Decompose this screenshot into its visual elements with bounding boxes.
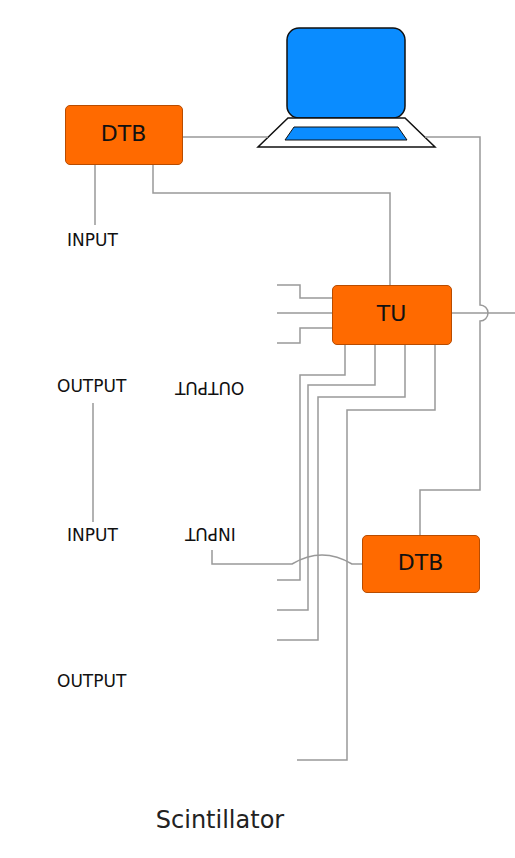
signal-cable [94,165,96,225]
chip-strip [122,312,185,315]
lemo-connector [262,634,276,646]
box-label: DTB [398,550,443,576]
lemo-connector [263,280,268,290]
scintillator: Scintillator [138,726,302,844]
signal-cable [277,345,375,610]
circuit-board: INPUT OUTPUT [35,522,272,698]
chip-strip [122,342,185,345]
box-label: DTB [101,121,146,147]
circuit-board: INPUT OUTPUT [35,225,272,403]
chip-strip [122,639,185,642]
chip-strip [122,491,185,494]
chip-strip [122,461,185,464]
lemo-connector [263,338,268,348]
signal-cable [277,312,332,314]
signal-cable [212,550,362,564]
photomultiplier [240,730,297,790]
process-box: DTB [362,535,480,593]
laptop-base [258,118,435,147]
port-label: OUTPUT [57,671,126,691]
laptop-keyboard [285,127,407,140]
scintillator-symbol [138,726,302,796]
wire [452,312,515,314]
port-label: OUTPUT [175,378,244,398]
circuit-board: OUTPUT INPUT [35,373,272,550]
process-box: TU [332,285,452,345]
chip-strip [122,431,185,434]
port-label: OUTPUT [57,376,126,396]
lemo-connector [262,337,276,349]
device-label: Scintillator [156,806,284,835]
port-label: INPUT [185,524,236,544]
chip-strip [122,284,185,287]
process-box: DTB [65,105,183,165]
lemo-connector [263,575,268,585]
chip-strip [122,579,185,582]
port-label: INPUT [67,525,118,545]
lemo-connector [262,574,276,586]
lemo-connector [262,279,276,291]
signal-cable [277,285,332,298]
signal-cable [153,165,390,285]
signal-cable [277,345,345,580]
laptop-icon [258,28,435,147]
lemo-connector [262,307,276,319]
scintillator-body [164,740,241,782]
scintillator-window [143,738,164,782]
wire [183,136,268,138]
board-shape [35,522,272,698]
lemo-connector [263,605,268,615]
chip-strip [122,609,185,612]
laptop-screen [287,28,405,118]
board-shape [35,225,272,403]
lemo-connector [263,308,268,318]
box-label: TU [377,301,407,327]
signal-cable [277,328,332,343]
lemo-connector [262,604,276,616]
signal-cable [92,403,94,522]
port-label: INPUT [67,230,118,250]
signal-cable [277,345,405,640]
board-shape [35,373,272,550]
lemo-connector [263,635,268,645]
